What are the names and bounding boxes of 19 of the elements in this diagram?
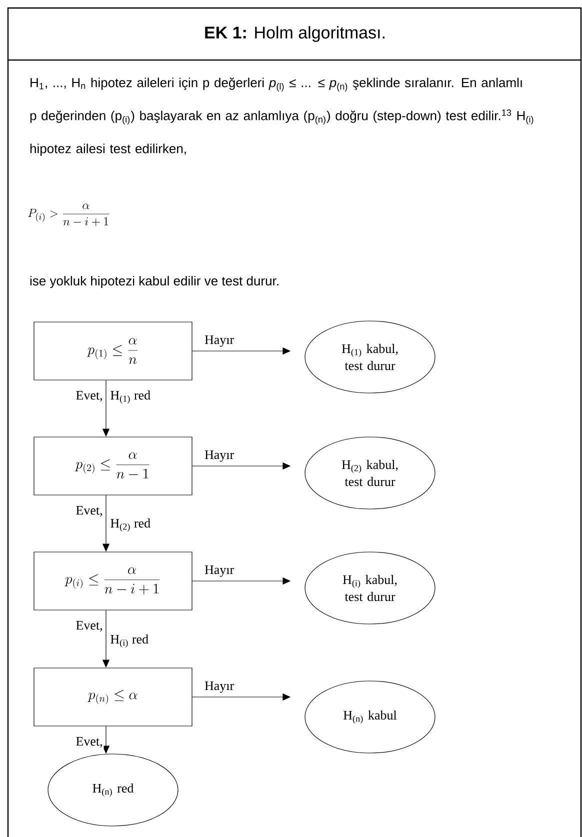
paragraph: ise yokluk hipotezi kabul edilir ve test durur. [30,276,278,288]
paragraph: H$_{1}$, ..., H$_{n}$ hipotez aileleri için p değerleri p$_{(l)}$ ≤ ... ≤ p$_{(n)}$ şeklinde sıralanır. En anlamlı p değerinden (p$_{(i)}$) başlayarak en az anlamlıya (p$_{(n)}$) doğru (step-down) test edilir.$^{13}$ H$_{(i)}$ hipotez ailesi test edilirken, [30,78,534,156]
edge-label: Evet, [74,736,104,749]
edge-label: Hayır [204,680,236,694]
title: EK 1: Holm algoritması. [205,26,384,42]
edge-label: Hayır [204,449,236,463]
edge-note: H$_{(2)}$ red [110,518,150,532]
edge-label: Evet, [74,505,104,518]
edge-note: H$_{(i)}$ red [110,634,148,648]
decision-box: $p_{(n)} \le \alpha$ [34,668,192,726]
edge-label: Evet, [74,390,104,403]
edge-label: Hayır [204,564,236,578]
formula: $P_{(i)} > \frac{\alpha}{n-i+1}$ [28,204,109,226]
edge-note: H$_{(1)}$ red [110,390,150,404]
edge-label: Evet, [74,620,104,633]
edge-label: Hayır [204,334,236,348]
decision-box: $p_{(1)} \le \frac{\alpha}{n}$ [34,322,192,380]
decision-box: $p_{(i)} \le \frac{\alpha}{n-i+1}$ [34,552,192,610]
decision-box: $p_{(2)} \le \frac{\alpha}{n-1}$ [34,436,192,496]
